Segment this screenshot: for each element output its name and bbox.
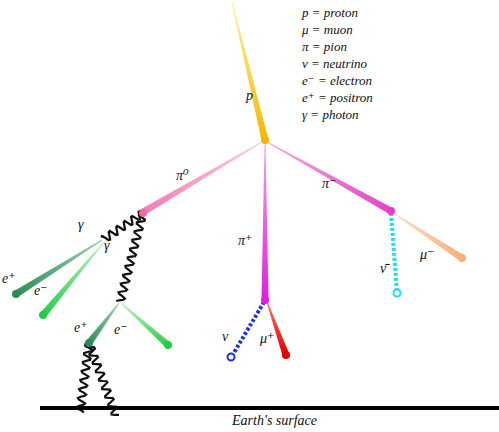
end-dot (39, 311, 47, 319)
legend-entry: e⁻ = electron (302, 74, 372, 88)
positive-muon-track (267, 302, 290, 356)
end-dot (228, 354, 235, 361)
particle-label: e⁺ (2, 271, 16, 286)
neutral-pion-track (141, 142, 262, 215)
particle-label: μ⁻ (420, 247, 434, 262)
legend-entry: e⁺ = positron (302, 91, 373, 105)
legend-entry: μ = muon (302, 23, 353, 37)
electron-track (121, 303, 171, 348)
earth-surface-line (40, 406, 499, 410)
vertex-dot (139, 209, 147, 217)
particle-label: π⁺ (238, 233, 252, 248)
photon-track (86, 343, 119, 415)
particle-label: e⁻ (34, 283, 48, 298)
particle-label: μ⁺ (260, 331, 274, 346)
particle-label: π⁻ (322, 176, 336, 191)
legend-entry: ν = neutrino (302, 57, 367, 71)
negative-pion-track (267, 142, 393, 215)
vertex-dot (261, 136, 269, 144)
antineutrino-track (391, 213, 397, 292)
legend-entry: p = proton (302, 6, 358, 20)
proton-track (232, 2, 269, 141)
photon-track (116, 213, 145, 301)
particle-label: γ (78, 217, 84, 232)
vertex-dot (387, 207, 395, 215)
particle-label: e⁺ (74, 320, 88, 335)
end-dot (85, 339, 93, 347)
end-dot (458, 254, 466, 262)
vertex-dot (261, 296, 269, 304)
neutrino-track (232, 302, 264, 356)
particle-label: γ (104, 238, 110, 253)
electron-track (40, 242, 104, 318)
particle-label: π⁰ (176, 168, 189, 183)
ground-label: Earth's surface (232, 413, 317, 428)
legend-entry: γ = photon (302, 108, 359, 122)
end-dot (394, 290, 401, 297)
end-dot (164, 341, 172, 349)
particle-label: ν (222, 329, 228, 344)
particle-label: p (246, 88, 253, 103)
end-dot (12, 290, 20, 298)
positron-track (14, 240, 102, 297)
legend-entry: π = pion (302, 40, 347, 54)
particle-label: ν̄ (380, 261, 386, 276)
particle-label: e⁻ (114, 322, 128, 337)
positive-pion-track (262, 144, 269, 300)
end-dot (282, 351, 290, 359)
